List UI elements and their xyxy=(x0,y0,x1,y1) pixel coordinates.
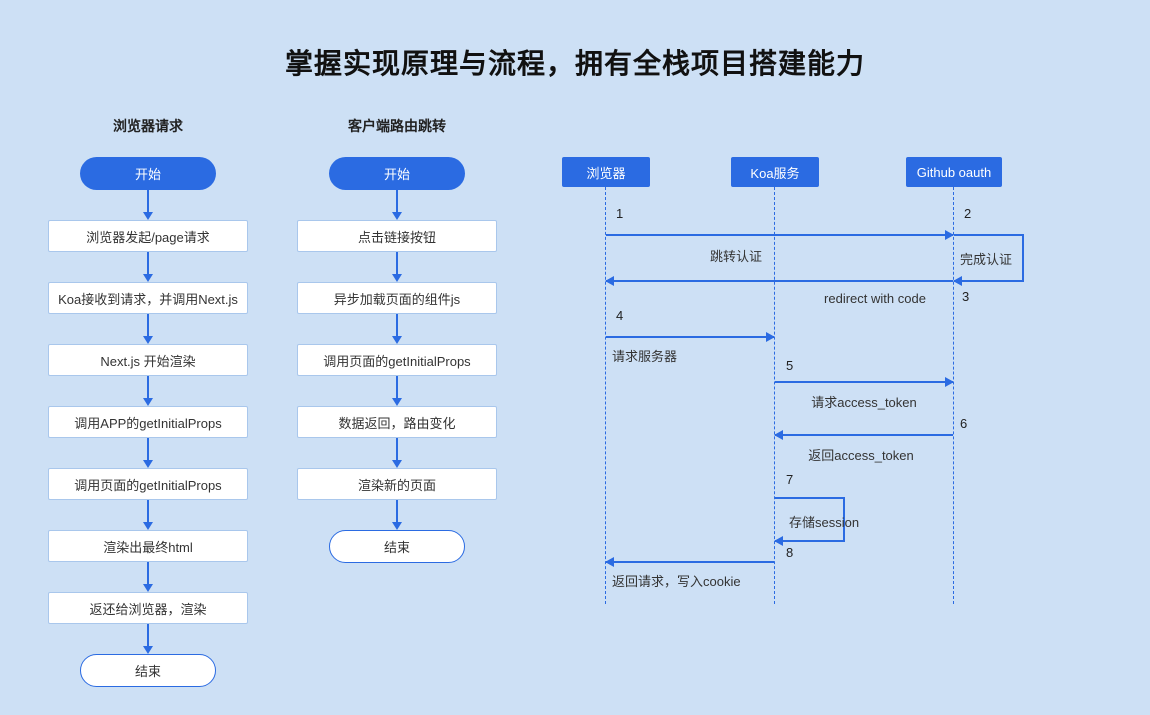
self-loop-top-segment xyxy=(954,234,1024,236)
message-arrow-auth-redirect xyxy=(606,230,954,240)
message-label: 请求服务器 xyxy=(612,349,678,364)
flow-step: 调用APP的getInitialProps xyxy=(48,406,248,438)
self-loop-return-arrow xyxy=(774,536,845,546)
message-label: 存储session xyxy=(789,515,860,530)
arrow-down-icon xyxy=(391,438,403,468)
message-number: 8 xyxy=(786,545,794,560)
message-label: redirect with code xyxy=(824,291,926,306)
flow-start-node: 开始 xyxy=(329,157,465,190)
arrow-down-icon xyxy=(142,562,154,592)
message-label: 跳转认证 xyxy=(709,249,762,264)
arrow-down-icon xyxy=(142,376,154,406)
lifeline-koa-server xyxy=(774,187,775,604)
page-title: 掌握实现原理与流程，拥有全栈项目搭建能力 xyxy=(284,48,865,79)
message-arrow-request-server xyxy=(606,332,775,342)
message-arrow-request-token xyxy=(775,377,954,387)
lifeline-github-oauth xyxy=(953,187,954,604)
flow-start-node: 开始 xyxy=(80,157,216,190)
message-label: 返回access_token xyxy=(808,448,914,463)
arrow-down-icon xyxy=(391,190,403,220)
self-loop-vertical-segment xyxy=(1022,234,1024,282)
message-number: 6 xyxy=(960,416,968,431)
message-number: 5 xyxy=(786,358,794,373)
self-loop-return-arrow xyxy=(953,276,1024,286)
arrow-down-icon xyxy=(391,376,403,406)
flow-step: Koa接收到请求，并调用Next.js xyxy=(48,282,248,314)
flow-step: Next.js 开始渲染 xyxy=(48,344,248,376)
flowchart-title: 浏览器请求 xyxy=(113,118,183,134)
flow-step: 返还给浏览器，渲染 xyxy=(48,592,248,624)
arrow-down-icon xyxy=(391,314,403,344)
arrow-down-icon xyxy=(142,624,154,654)
message-number: 1 xyxy=(616,206,624,221)
flowchart-client-route: 客户端路由跳转 开始 点击链接按钮 异步加载页面的组件js 调用页面的getIn… xyxy=(297,116,497,563)
self-loop-vertical-segment xyxy=(843,497,845,540)
flow-step: 调用页面的getInitialProps xyxy=(48,468,248,500)
actor-browser: 浏览器 xyxy=(562,157,650,187)
arrow-down-icon xyxy=(391,252,403,282)
flowchart-title: 客户端路由跳转 xyxy=(348,118,446,134)
lifeline-browser xyxy=(605,187,606,604)
message-number: 3 xyxy=(962,289,970,304)
arrow-down-icon xyxy=(391,500,403,530)
flow-step: 浏览器发起/page请求 xyxy=(48,220,248,252)
flow-step: 数据返回，路由变化 xyxy=(297,406,497,438)
actor-github-oauth: Github oauth xyxy=(906,157,1002,187)
message-arrow-return-token xyxy=(774,430,953,440)
flow-step: 渲染新的页面 xyxy=(297,468,497,500)
flow-step: 渲染出最终html xyxy=(48,530,248,562)
actor-koa-server: Koa服务 xyxy=(731,157,819,187)
message-label: 完成认证 xyxy=(960,252,1013,267)
flow-step: 点击链接按钮 xyxy=(297,220,497,252)
flow-end-node: 结束 xyxy=(329,530,465,563)
message-label: 返回请求，写入cookie xyxy=(612,574,741,589)
arrow-down-icon xyxy=(142,500,154,530)
flow-end-node: 结束 xyxy=(80,654,216,687)
arrow-down-icon xyxy=(142,314,154,344)
self-loop-top-segment xyxy=(775,497,845,499)
flow-step: 异步加载页面的组件js xyxy=(297,282,497,314)
message-arrow-return-cookie xyxy=(605,557,774,567)
message-number: 7 xyxy=(786,472,794,487)
message-number: 4 xyxy=(616,308,624,323)
arrow-down-icon xyxy=(142,252,154,282)
arrow-down-icon xyxy=(142,190,154,220)
message-arrow-redirect-code xyxy=(605,276,953,286)
message-label: 请求access_token xyxy=(811,395,917,410)
flowchart-browser-request: 浏览器请求 开始 浏览器发起/page请求 Koa接收到请求，并调用Next.j… xyxy=(48,116,248,687)
flow-step: 调用页面的getInitialProps xyxy=(297,344,497,376)
arrow-down-icon xyxy=(142,438,154,468)
message-number: 2 xyxy=(964,206,972,221)
